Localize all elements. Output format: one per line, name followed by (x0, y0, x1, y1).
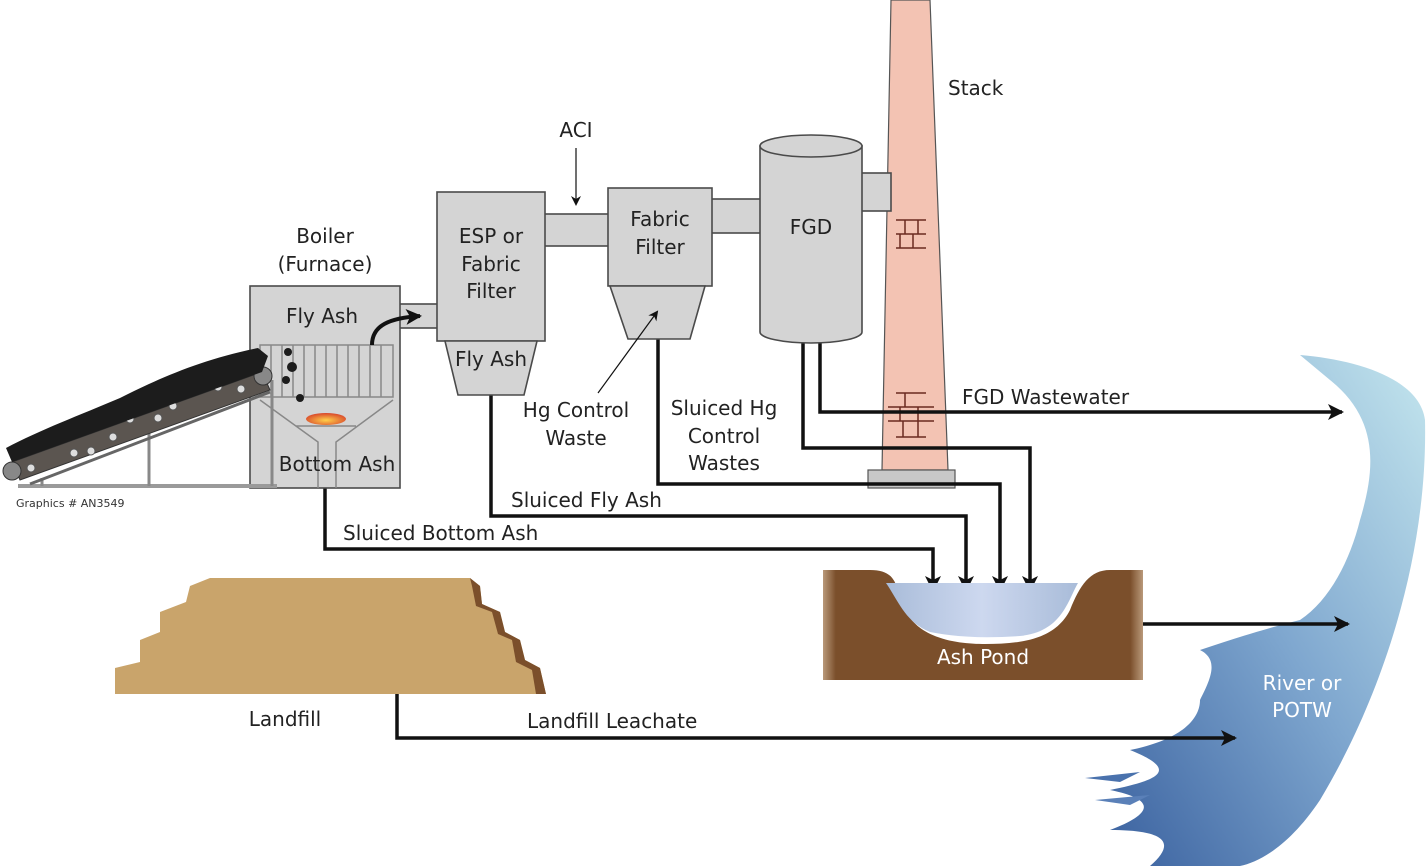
sluiced-fly-ash-label: Sluiced Fly Ash (511, 488, 662, 512)
esp-label-line2: Fabric (461, 252, 520, 276)
brick-icon (888, 219, 934, 438)
sluiced-hg-line2: Control (688, 424, 760, 448)
flue-ducts (394, 172, 892, 329)
sluiced-hg-line1: Sluiced Hg (671, 396, 778, 420)
sluiced-bottom-ash-pipe (323, 488, 941, 592)
stack-label: Stack (948, 76, 1004, 100)
landfill-label: Landfill (249, 707, 321, 731)
graphics-id-label: Graphics # AN3549 (16, 497, 125, 510)
waste-pipes (323, 339, 1350, 746)
stack: Stack (867, 0, 1004, 489)
sluiced-fly-ash-pipe (489, 395, 974, 592)
bottom-ash-label: Bottom Ash (279, 452, 396, 476)
fgd-label: FGD (790, 215, 832, 239)
sluiced-hg-pipe (656, 339, 1008, 592)
coal-conveyor: Graphics # AN3549 (2, 348, 304, 510)
fabric-filter: Fabric Filter Hg Control Waste Sluiced H… (523, 187, 778, 475)
ash-pond: Ash Pond (823, 570, 1143, 680)
fabric-filter-label-line1: Fabric (630, 207, 689, 231)
flame-icon (306, 413, 346, 425)
boiler-label-line2: (Furnace) (278, 252, 373, 276)
aci-label: ACI (559, 118, 592, 142)
esp-label-line1: ESP or (459, 224, 524, 248)
aci-injection: ACI (559, 118, 593, 206)
landfill-leachate-label: Landfill Leachate (527, 709, 697, 733)
sluiced-hg-line3: Wastes (688, 451, 760, 475)
boiler-fly-ash-label: Fly Ash (286, 304, 358, 328)
boiler-label-line1: Boiler (296, 224, 354, 248)
coal-pile-icon (6, 348, 268, 462)
landfill: Landfill (115, 578, 546, 731)
esp-label-line3: Filter (466, 279, 516, 303)
esp-or-fabric-filter: ESP or Fabric Filter Fly Ash (436, 191, 546, 396)
sluiced-bottom-ash-label: Sluiced Bottom Ash (343, 521, 538, 545)
hg-control-waste-line2: Waste (545, 426, 606, 450)
river-label-line2: POTW (1272, 698, 1332, 722)
fgd-wastewater-pipe (818, 342, 1344, 420)
fgd-pond-pipe (801, 342, 1038, 592)
fgd-scrubber: FGD (759, 134, 863, 344)
fgd-wastewater-label: FGD Wastewater (962, 385, 1130, 409)
boiler: Boiler (Furnace) Fly Ash Bottom Ash (249, 224, 422, 489)
esp-fly-ash-label: Fly Ash (455, 347, 527, 371)
landfill-leachate-pipe (395, 694, 1237, 746)
river-label-line1: River or (1263, 671, 1342, 695)
fabric-filter-label-line2: Filter (635, 235, 685, 259)
hg-control-waste-line1: Hg Control (523, 398, 629, 422)
ash-pond-label: Ash Pond (937, 645, 1029, 669)
